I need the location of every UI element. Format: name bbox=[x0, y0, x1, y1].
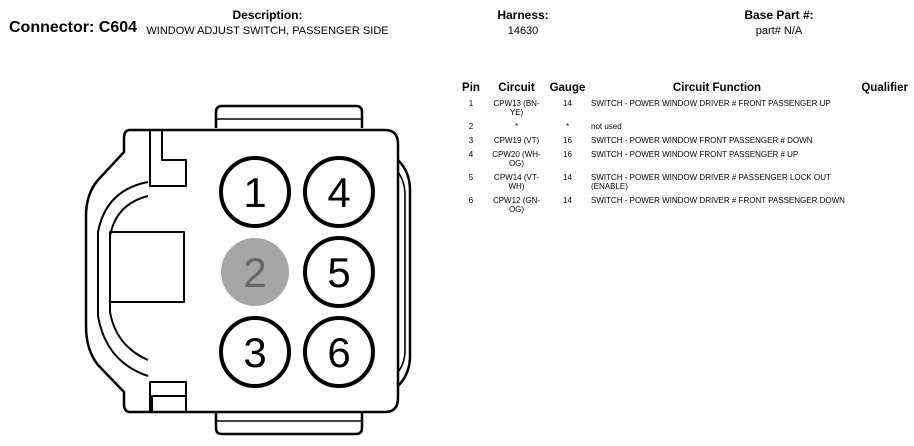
cell-pin: 4 bbox=[468, 150, 474, 159]
cell-function: SWITCH - POWER WINDOW FRONT PASSENGER # … bbox=[591, 150, 799, 159]
right-side-rib bbox=[397, 159, 412, 387]
cell-circuit: CPW19 (VT) bbox=[493, 136, 540, 145]
pin-number-label: 5 bbox=[327, 249, 350, 296]
pin-cavity-3: 3 bbox=[219, 316, 291, 388]
description-value: WINDOW ADJUST SWITCH, PASSENGER SIDE bbox=[146, 25, 389, 37]
table-row: 2 * * not used bbox=[455, 120, 910, 134]
cell-gauge: 16 bbox=[563, 150, 572, 159]
pin-cavity-5: 5 bbox=[303, 236, 375, 308]
table-row: 6 CPW12 (GN-OG) 14 SWITCH - POWER WINDOW… bbox=[455, 194, 910, 217]
table-row: 3 CPW19 (VT) 16 SWITCH - POWER WINDOW FR… bbox=[455, 134, 910, 148]
bottom-left-notch bbox=[149, 381, 187, 412]
pin-number-label: 2 bbox=[243, 249, 266, 296]
header-pin: Pin bbox=[462, 82, 480, 94]
pin-circle bbox=[219, 156, 291, 228]
cell-pin: 3 bbox=[468, 136, 474, 145]
cell-circuit: * bbox=[514, 122, 519, 131]
bottom-latch-tab bbox=[214, 412, 364, 436]
pin-cavity-2: 2 bbox=[221, 238, 289, 306]
cell-function: SWITCH - POWER WINDOW DRIVER # FRONT PAS… bbox=[591, 99, 831, 108]
pin-table-header-row: Pin Circuit Gauge Circuit Function Quali… bbox=[455, 82, 910, 97]
base-part-label: Base Part #: bbox=[744, 8, 814, 22]
pin-circle bbox=[221, 238, 289, 306]
pin-circle bbox=[303, 236, 375, 308]
cell-gauge: * bbox=[565, 122, 570, 131]
cell-function: not used bbox=[591, 122, 622, 131]
description-label: Description: bbox=[232, 8, 303, 22]
pins-layer: 1 4 2 5 3 6 bbox=[219, 156, 375, 388]
left-latch-outer bbox=[97, 181, 149, 377]
header-circuit: Circuit bbox=[498, 82, 535, 94]
cell-function: SWITCH - POWER WINDOW DRIVER # FRONT PAS… bbox=[591, 196, 845, 205]
pin-circle bbox=[303, 156, 375, 228]
top-left-notch bbox=[149, 130, 187, 187]
left-slot bbox=[109, 231, 185, 303]
pin-circle bbox=[303, 316, 375, 388]
cell-circuit: CPW13 (BN-YE) bbox=[493, 99, 540, 117]
connector-label: Connector: C604 bbox=[9, 19, 138, 36]
pin-number-label: 6 bbox=[327, 329, 350, 376]
cell-pin: 5 bbox=[468, 173, 474, 182]
cell-pin: 6 bbox=[468, 196, 474, 205]
cell-function: SWITCH - POWER WINDOW DRIVER # PASSENGER… bbox=[591, 173, 831, 191]
connector-body bbox=[84, 128, 400, 414]
cell-function: SWITCH - POWER WINDOW FRONT PASSENGER # … bbox=[591, 136, 813, 145]
pin-number-label: 3 bbox=[243, 329, 266, 376]
header-qualifier: Qualifier bbox=[861, 82, 908, 94]
harness-label: Harness: bbox=[497, 8, 549, 22]
cell-circuit: CPW20 (WH-OG) bbox=[492, 150, 541, 168]
base-part-value: part# N/A bbox=[755, 25, 803, 37]
pin-cavity-1: 1 bbox=[219, 156, 291, 228]
table-row: 5 CPW14 (VT-WH) 14 SWITCH - POWER WINDOW… bbox=[455, 171, 910, 194]
header-gauge: Gauge bbox=[549, 82, 586, 94]
cell-pin: 1 bbox=[468, 99, 474, 108]
top-latch-tab bbox=[214, 104, 364, 128]
left-latch-inner bbox=[109, 195, 149, 361]
harness-value: 14630 bbox=[507, 25, 539, 37]
cell-circuit: CPW14 (VT-WH) bbox=[494, 173, 539, 191]
pin-number-label: 4 bbox=[327, 169, 350, 216]
cell-gauge: 14 bbox=[563, 173, 572, 182]
cell-gauge: 16 bbox=[563, 136, 572, 145]
cell-pin: 2 bbox=[468, 122, 474, 131]
cell-gauge: 14 bbox=[563, 99, 572, 108]
cell-gauge: 14 bbox=[563, 196, 572, 205]
pin-number-label: 1 bbox=[243, 169, 266, 216]
cell-circuit: CPW12 (GN-OG) bbox=[492, 196, 541, 214]
pin-cavity-4: 4 bbox=[303, 156, 375, 228]
bottom-small-tab bbox=[151, 395, 187, 413]
header-circuit-function: Circuit Function bbox=[672, 82, 762, 94]
table-row: 1 CPW13 (BN-YE) 14 SWITCH - POWER WINDOW… bbox=[455, 97, 910, 120]
pin-cavity-6: 6 bbox=[303, 316, 375, 388]
pin-circle bbox=[219, 316, 291, 388]
table-row: 4 CPW20 (WH-OG) 16 SWITCH - POWER WINDOW… bbox=[455, 148, 910, 171]
pin-table: Pin Circuit Gauge Circuit Function Quali… bbox=[455, 82, 910, 217]
